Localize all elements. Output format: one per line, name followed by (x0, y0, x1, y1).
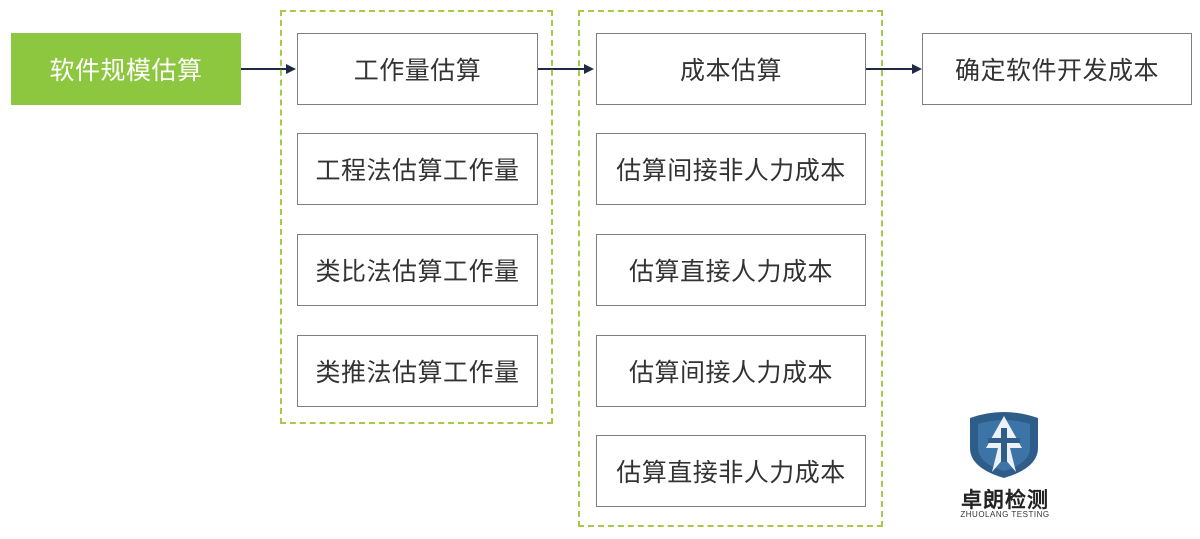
start-node-label: 软件规模估算 (49, 56, 203, 85)
indirect-labor-cost-box: 估算间接人力成本 (596, 335, 866, 407)
inference-method-box: 类推法估算工作量 (297, 335, 538, 407)
logo-subtitle: ZHUOLANG TESTING (960, 510, 1050, 519)
cost-estimation-box: 成本估算 (596, 33, 866, 105)
inference-method-label: 类推法估算工作量 (315, 358, 520, 387)
company-logo: 卓朗检测 ZHUOLANG TESTING (940, 408, 1070, 528)
end-node-label: 确定软件开发成本 (954, 56, 1159, 85)
analogy-method-box: 类比法估算工作量 (297, 234, 538, 306)
workload-estimation-box: 工作量估算 (297, 33, 538, 105)
workload-estimation-label: 工作量估算 (353, 56, 482, 85)
shield-icon (970, 412, 1038, 478)
indirect-labor-cost-label: 估算间接人力成本 (628, 358, 833, 387)
direct-non-labor-cost-box: 估算直接非人力成本 (596, 435, 866, 507)
direct-non-labor-cost-label: 估算直接非人力成本 (616, 458, 846, 487)
logo-name: 卓朗检测 (961, 488, 1049, 512)
workload-estimation-group (280, 10, 553, 424)
cost-estimation-label: 成本估算 (679, 56, 782, 85)
direct-labor-cost-label: 估算直接人力成本 (628, 257, 833, 286)
engineering-method-box: 工程法估算工作量 (297, 133, 538, 205)
start-node-software-size-estimation: 软件规模估算 (11, 33, 241, 105)
engineering-method-label: 工程法估算工作量 (315, 156, 520, 185)
end-node-software-dev-cost: 确定软件开发成本 (922, 33, 1192, 105)
cost-estimation-group (578, 10, 883, 527)
indirect-non-labor-cost-box: 估算间接非人力成本 (596, 133, 866, 205)
direct-labor-cost-box: 估算直接人力成本 (596, 234, 866, 306)
analogy-method-label: 类比法估算工作量 (315, 257, 520, 286)
indirect-non-labor-cost-label: 估算间接非人力成本 (616, 156, 846, 185)
